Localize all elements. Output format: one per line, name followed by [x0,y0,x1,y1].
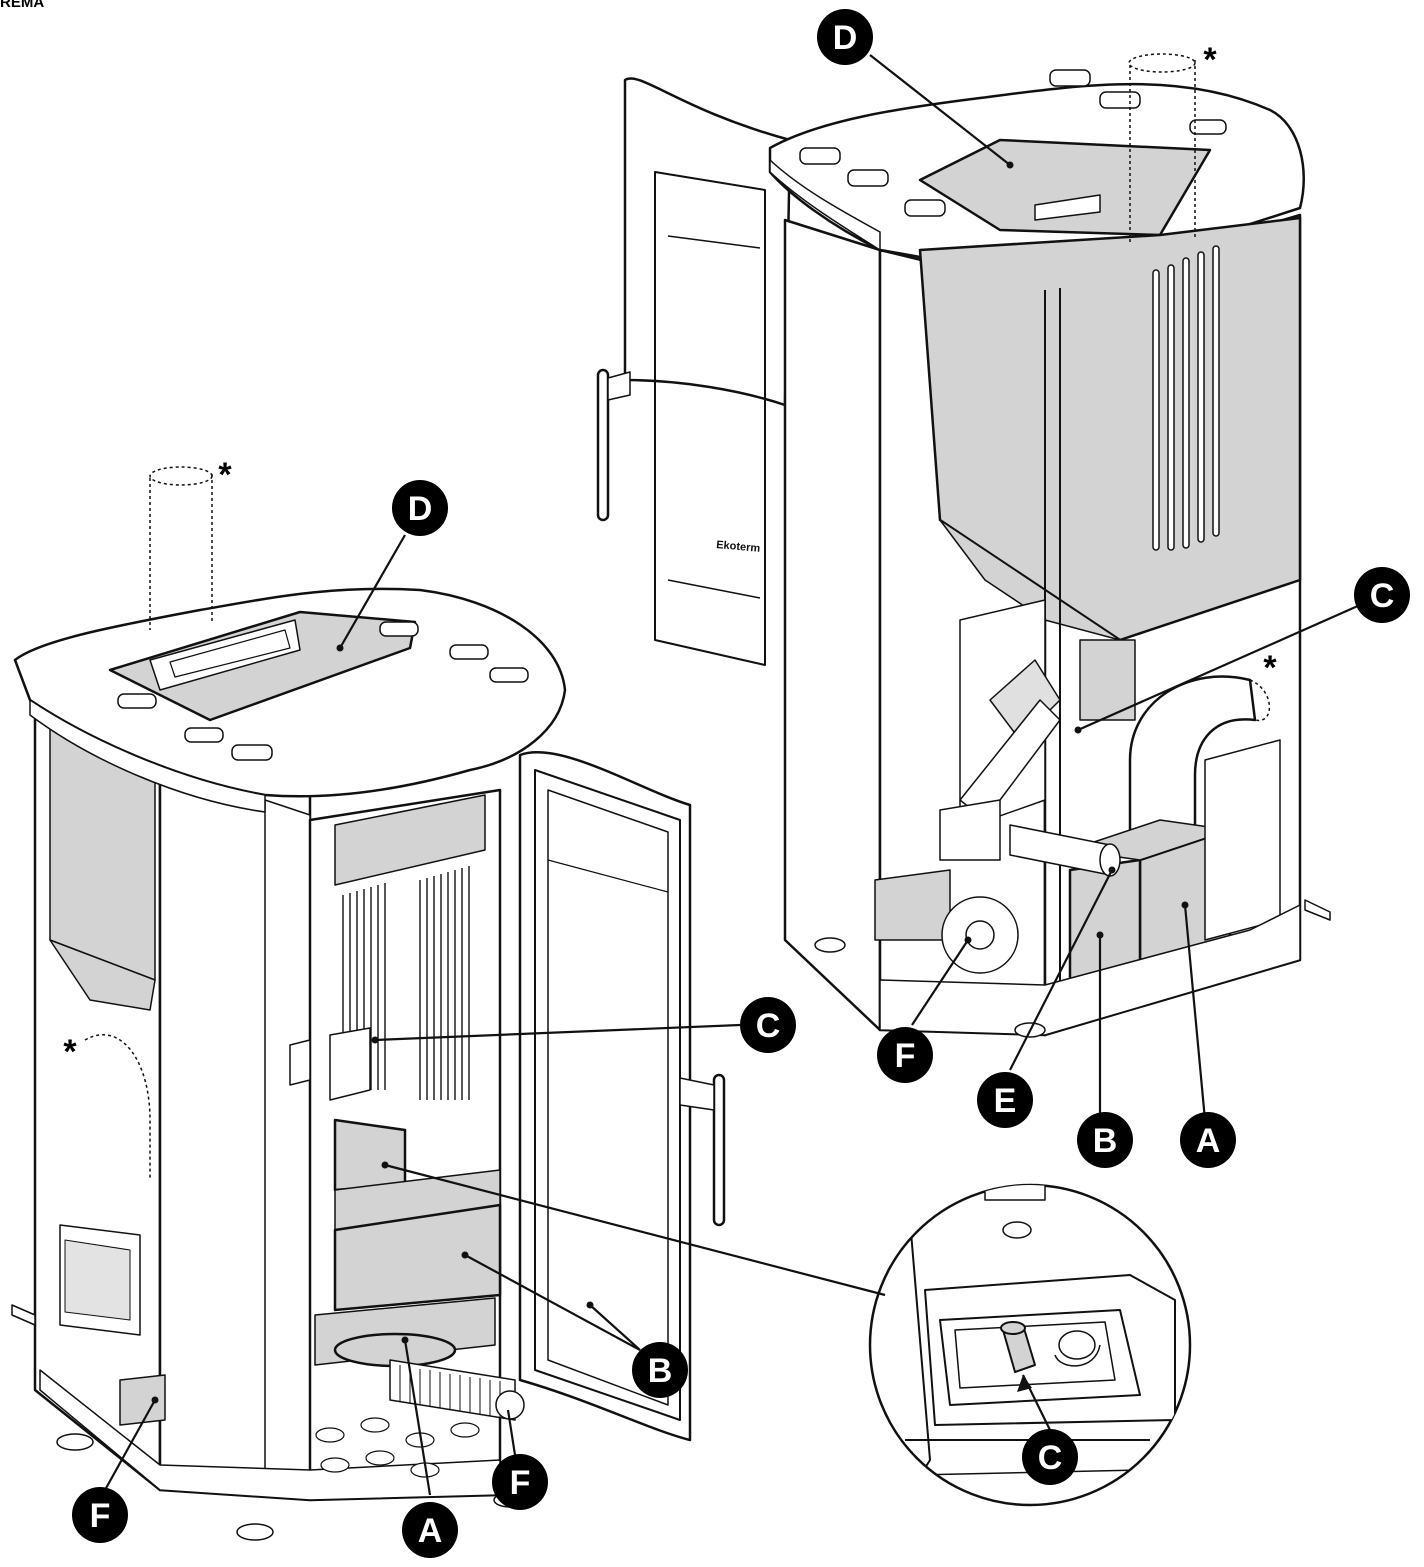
svg-text:C: C [1370,577,1395,615]
callout-left-c: C [740,997,796,1053]
svg-text:F: F [510,1464,531,1502]
svg-text:A: A [418,1512,443,1550]
svg-text:C: C [756,1007,781,1045]
left-flue-pipe [149,474,213,630]
svg-text:B: B [648,1352,673,1390]
callout-left-b: B [632,1342,688,1398]
asterisk-right-flue: * [1203,41,1217,79]
leader-lines [104,54,1361,1496]
right-stove-side-panel [783,218,882,1032]
callout-left-f-side: F [72,1487,128,1543]
asterisk-left-flue: * [218,456,232,494]
callout-right-f: F [877,1027,933,1083]
callout-right-c: C [1354,567,1410,623]
detail-arrowhead [1017,1375,1032,1392]
detail-inset [868,1183,1192,1507]
right-stove-base [879,904,1301,1036]
asterisk-markers: * * * * [63,41,1277,1071]
svg-text:A: A [1196,1122,1221,1160]
leader-dots [151,161,1189,1404]
left-stove-base [39,1369,501,1501]
svg-text:C: C [1038,1439,1063,1477]
right-door-brand-badge: Ekoterm [716,539,761,555]
svg-text:D: D [833,19,858,57]
callout-right-d: D [817,9,873,65]
callout-detail-c: C [1022,1429,1078,1485]
right-flue-pipe [1129,60,1196,245]
right-stove [596,53,1331,1038]
right-door-handle [596,368,610,522]
right-vent-slots [1152,245,1220,551]
left-ash-drawer [333,1203,502,1312]
svg-text:F: F [90,1497,111,1535]
svg-text:E: E [994,1082,1017,1120]
callout-right-b: B [1077,1112,1133,1168]
callout-badges: D C F E B A D C B A F F C [72,9,1410,1558]
svg-text:B: B [1093,1122,1118,1160]
left-stove-door [518,751,726,1442]
asterisk-left-duct: * [63,1033,77,1071]
svg-text:D: D [408,490,433,528]
left-stove [11,466,567,1541]
left-door-handle [712,1073,726,1227]
callout-left-d: D [392,480,448,536]
corner-label: REMA [0,0,45,11]
right-elbow-duct [1128,675,1257,842]
callout-left-a: A [402,1502,458,1558]
left-exchanger-ribs [342,866,470,1100]
callout-right-e: E [977,1072,1033,1128]
callout-right-a: A [1180,1112,1236,1168]
callout-left-f-floor: F [492,1454,548,1510]
asterisk-right-duct: * [1263,649,1277,687]
left-burn-pot [333,1118,407,1192]
svg-text:F: F [895,1037,916,1075]
